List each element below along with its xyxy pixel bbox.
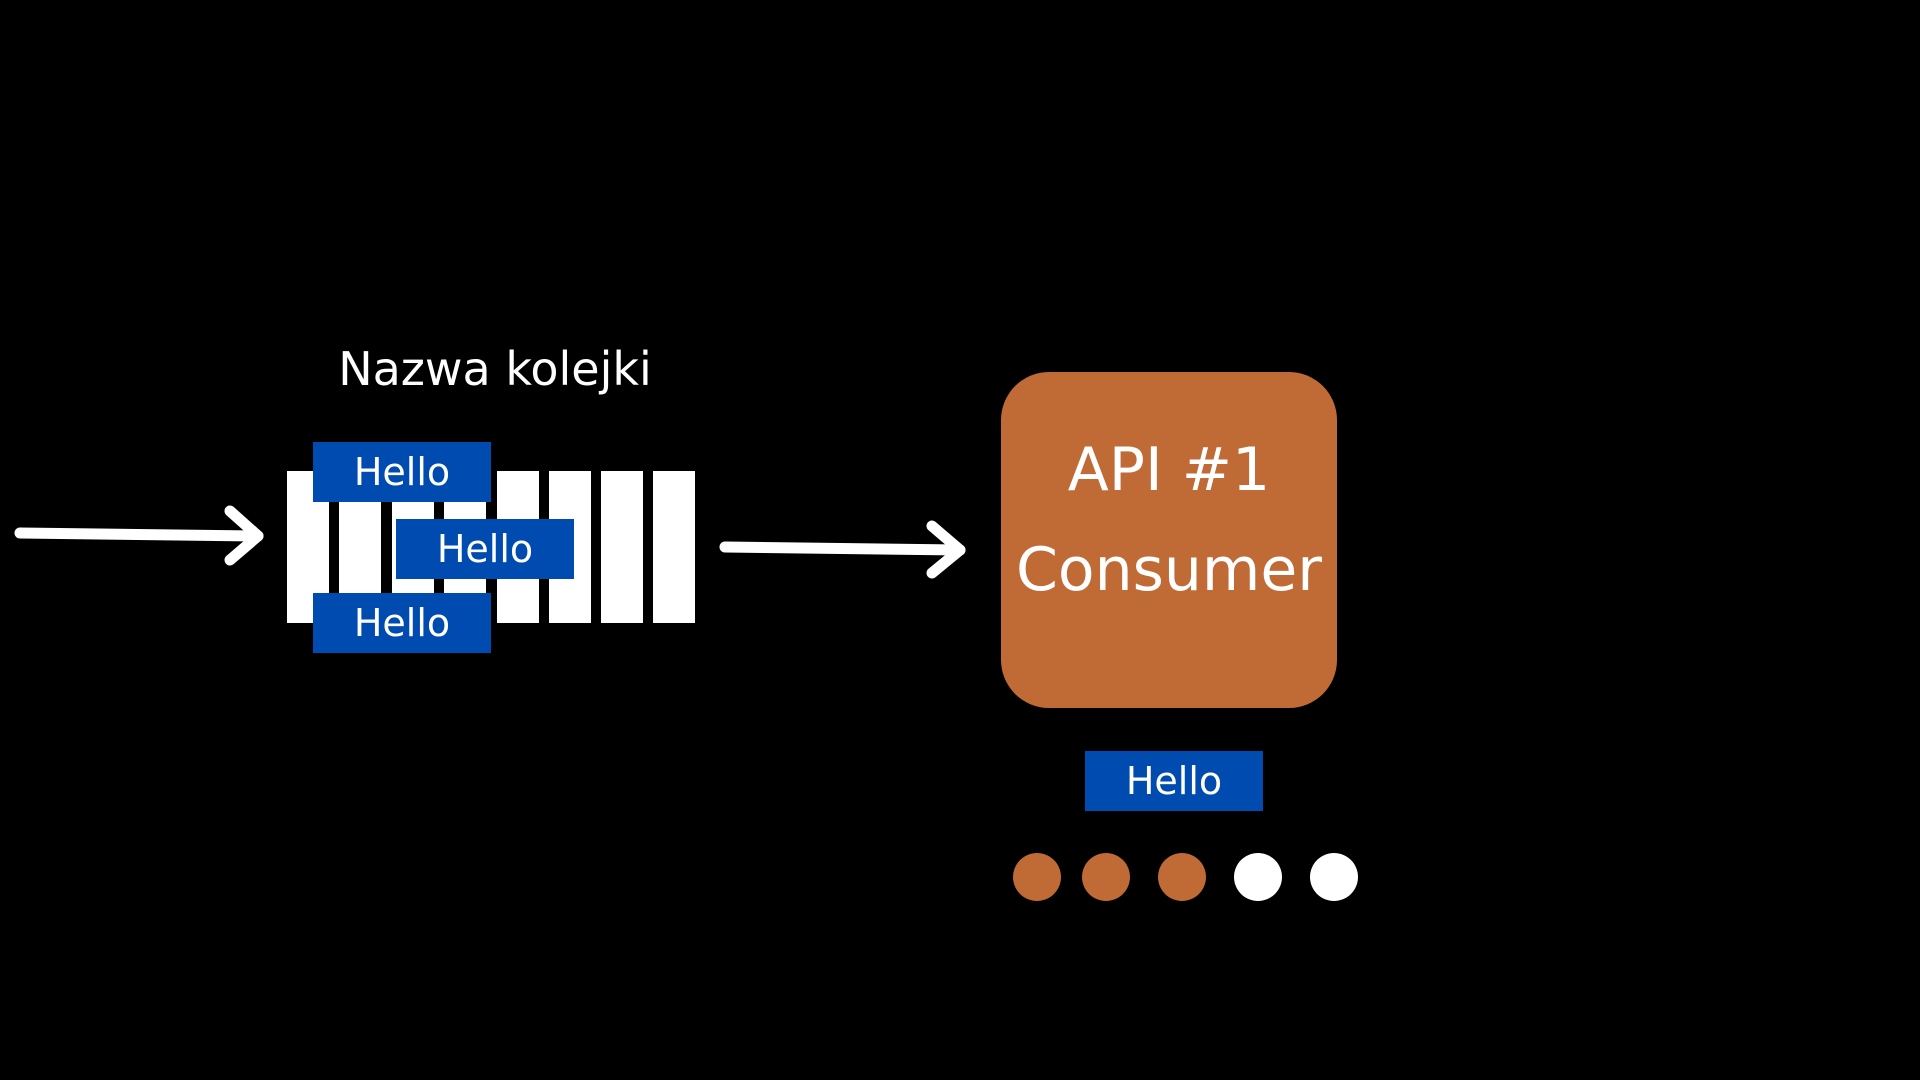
consumed-message: Hello	[1085, 751, 1263, 811]
consumer-role: Consumer	[1016, 535, 1322, 605]
processed-dot	[1013, 853, 1061, 901]
queue-message: Hello	[313, 442, 491, 502]
processed-dot	[1158, 853, 1206, 901]
incoming-arrow	[14, 505, 264, 566]
pending-dot	[1310, 853, 1358, 901]
consumer-box: API #1 Consumer	[1001, 372, 1337, 708]
queue-message: Hello	[396, 519, 574, 579]
queue-slot	[653, 471, 695, 623]
processed-dot	[1082, 853, 1130, 901]
progress-dots	[1013, 853, 1363, 903]
consumer-name: API #1	[1067, 435, 1271, 505]
queue-message: Hello	[313, 593, 491, 653]
queue-title: Nazwa kolejki	[338, 342, 652, 396]
outgoing-arrow	[719, 520, 966, 579]
pending-dot	[1234, 853, 1282, 901]
queue-slot	[601, 471, 643, 623]
